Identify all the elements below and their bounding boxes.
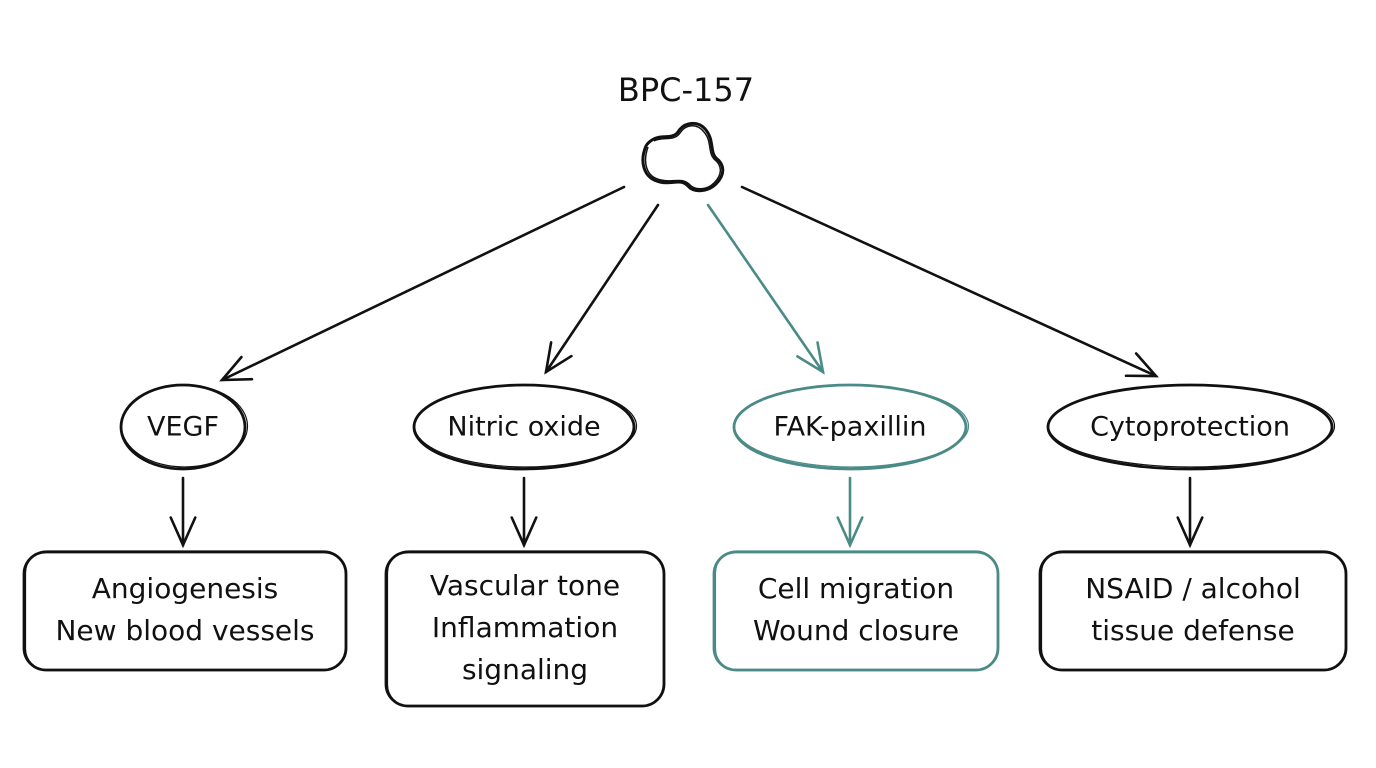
arrow-down-nitric-oxide-head (510, 516, 538, 549)
effect-line: New blood vessels (55, 614, 314, 647)
effect-line: Angiogenesis (92, 572, 279, 605)
effect-box-border (22, 550, 348, 672)
arrow-down-cytoprotection-head (1176, 516, 1204, 549)
mediator-node-nitric-oxide: Nitric oxide (412, 383, 638, 471)
mediator-node-cytoprotection: Cytoprotection (1046, 383, 1336, 471)
mediator-node-vegf: VEGF (119, 383, 249, 471)
effect-line: Vascular tone (430, 569, 620, 602)
arrow-to-vegf (219, 185, 626, 382)
mediator-ellipse (1046, 383, 1336, 471)
mediator-label: Nitric oxide (447, 412, 600, 443)
arrow-down-fak-paxillin (836, 476, 864, 549)
arrow-down-fak-paxillin-head (836, 516, 864, 549)
mediator-ellipse (119, 383, 249, 471)
effect-line: Wound closure (753, 614, 959, 647)
effect-line: Cell migration (758, 572, 954, 605)
arrow-down-nitric-oxide (510, 476, 538, 549)
effect-line: signaling (462, 653, 588, 686)
arrow-down-vegf-head (169, 516, 197, 549)
mediator-ellipse (732, 383, 970, 471)
mediator-label: FAK-paxillin (774, 412, 927, 443)
arrow-down-cytoprotection (1176, 476, 1204, 549)
mediator-label: VEGF (147, 412, 219, 443)
molecule-blob-icon (641, 122, 725, 193)
diagram-title: BPC-157 (618, 71, 754, 109)
effect-line: Inflammation (432, 611, 618, 644)
arrow-to-vegf-head (219, 355, 254, 382)
arrow-to-nitric-oxide (544, 203, 660, 375)
effect-box-border (384, 550, 666, 708)
arrow-to-fak-paxillin (706, 203, 825, 375)
arrow-down-vegf (169, 476, 197, 549)
effect-box-border (712, 550, 1000, 672)
mediator-ellipse (412, 383, 638, 471)
arrow-to-fak-paxillin-head (796, 341, 825, 375)
effect-line: tissue defense (1091, 614, 1294, 647)
mediator-label: Cytoprotection (1090, 412, 1290, 443)
effect-box-border (1038, 550, 1348, 672)
effect-box-cytoprotection: NSAID / alcohol tissue defense (1038, 550, 1348, 672)
arrow-to-cytoprotection-head (1124, 352, 1159, 378)
arrow-to-cytoprotection (740, 185, 1159, 378)
arrow-to-nitric-oxide-head (544, 341, 573, 375)
mediator-node-fak-paxillin: FAK-paxillin (732, 383, 970, 471)
effect-line: NSAID / alcohol (1085, 572, 1301, 605)
